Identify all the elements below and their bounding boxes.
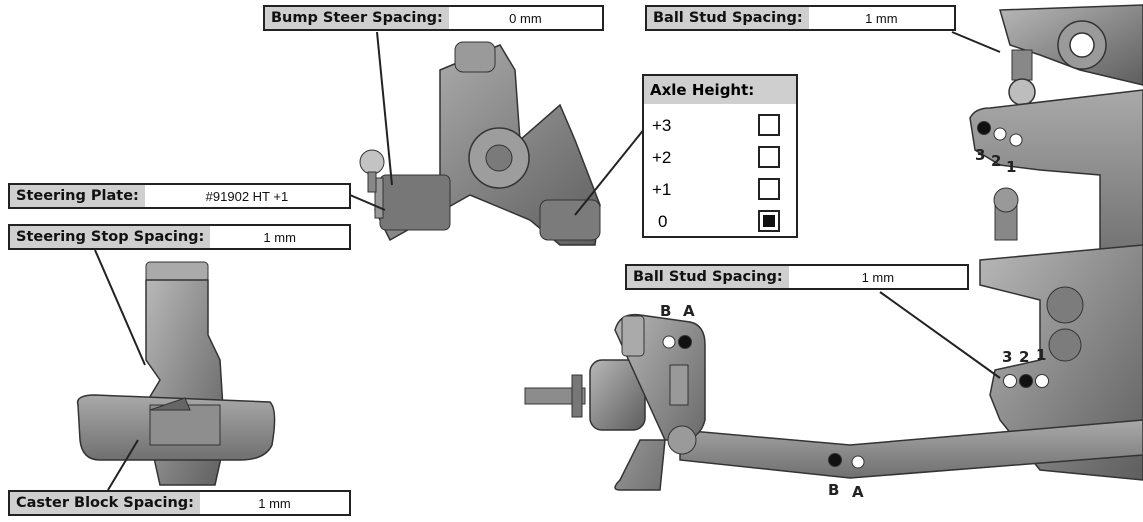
steering-hub-part bbox=[524, 313, 706, 491]
caster-block-spacing-value: 1 mm bbox=[258, 495, 291, 511]
link-hole-letter: A bbox=[852, 483, 864, 501]
axle-height-panel: Axle Height: +3 +2 +1 0 bbox=[642, 74, 798, 238]
steering-plate-label: Steering Plate: bbox=[10, 185, 145, 207]
steering-stop-spacing-value: 1 mm bbox=[263, 229, 296, 245]
steering-knuckle-part bbox=[359, 41, 601, 246]
axle-height-option-label: 0 bbox=[658, 212, 668, 231]
caster-block-spacing-label: Caster Block Spacing: bbox=[10, 492, 200, 514]
bump-steer-spacing-label: Bump Steer Spacing: bbox=[265, 7, 449, 29]
tower-hole-number: 2 bbox=[991, 152, 1002, 170]
caster-block-spacing-callout: Caster Block Spacing: 1 mm bbox=[8, 490, 351, 516]
bump-steer-spacing-callout: Bump Steer Spacing: 0 mm bbox=[263, 5, 604, 31]
link-hole-letter: B bbox=[828, 481, 840, 499]
ball-stud-spacing-mid-callout: Ball Stud Spacing: 1 mm bbox=[625, 264, 969, 290]
steering-link-part bbox=[679, 419, 1143, 479]
tower-hole-number: 3 bbox=[975, 146, 986, 164]
steering-stop-spacing-label: Steering Stop Spacing: bbox=[10, 226, 211, 248]
hub-hole-letter: B bbox=[660, 302, 672, 320]
axle-height-checkbox[interactable] bbox=[758, 114, 780, 136]
steering-plate-callout: Steering Plate: #91902 HT +1 bbox=[8, 183, 351, 209]
axle-height-title: Axle Height: bbox=[644, 76, 796, 104]
steering-stop-spacing-callout: Steering Stop Spacing: 1 mm bbox=[8, 224, 351, 250]
arm-hole-number: 1 bbox=[1036, 346, 1047, 364]
ball-stud-spacing-mid-value: 1 mm bbox=[861, 269, 895, 285]
axle-height-checkbox-checked[interactable] bbox=[758, 210, 780, 232]
ball-stud-spacing-top-value: 1 mm bbox=[865, 10, 898, 26]
axle-height-option-label: +2 bbox=[652, 148, 672, 167]
ball-stud-spacing-top-callout: Ball Stud Spacing: 1 mm bbox=[645, 5, 956, 31]
axle-height-checkbox[interactable] bbox=[758, 146, 780, 168]
ball-stud-spacing-top-label: Ball Stud Spacing: bbox=[647, 7, 809, 29]
arm-hole-number: 2 bbox=[1019, 348, 1030, 366]
axle-height-option-label: +1 bbox=[652, 180, 672, 199]
shock-tower-part bbox=[969, 89, 1143, 481]
axle-height-checkbox[interactable] bbox=[758, 178, 780, 200]
steering-plate-value: #91902 HT +1 bbox=[205, 188, 289, 204]
axle-height-option-label: +3 bbox=[652, 116, 672, 135]
ball-stud-spacing-mid-label: Ball Stud Spacing: bbox=[627, 266, 789, 288]
upper-arm-part bbox=[999, 4, 1143, 106]
arm-hole-number: 3 bbox=[1002, 348, 1013, 366]
tower-hole-number: 1 bbox=[1006, 158, 1017, 176]
caster-block-part bbox=[76, 261, 276, 486]
bump-steer-spacing-value: 0 mm bbox=[509, 10, 542, 26]
hub-hole-letter: A bbox=[683, 302, 695, 320]
